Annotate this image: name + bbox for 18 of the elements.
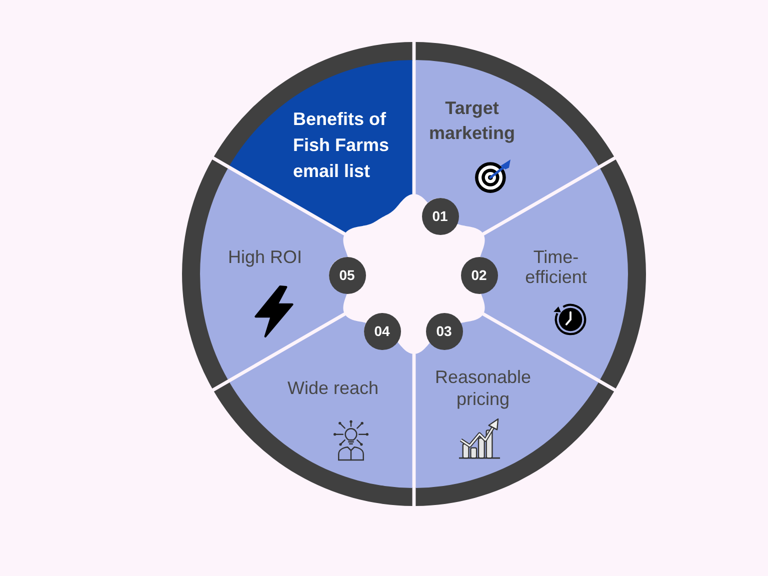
number-circle [426,312,462,350]
segment-label: High ROI [226,246,304,268]
wheel-segment [415,315,599,488]
step-number: 01 [432,208,448,224]
step-number: 04 [374,323,390,339]
segment-label: Wide reach [286,377,380,399]
wheel-segment [229,60,413,233]
title-text: Benefits of Fish Farms email list [293,108,390,183]
wheel-segment [229,315,413,488]
segment-label: Time-efficient [524,247,588,287]
number-circle [422,198,458,234]
step-number: 05 [339,267,355,283]
segment-label: Reasonable pricing [434,366,532,410]
segment-label: Target marketing [428,96,516,145]
step-number: 03 [436,323,452,339]
number-circle [364,312,400,350]
number-circle [460,256,498,294]
step-number: 02 [471,267,487,283]
